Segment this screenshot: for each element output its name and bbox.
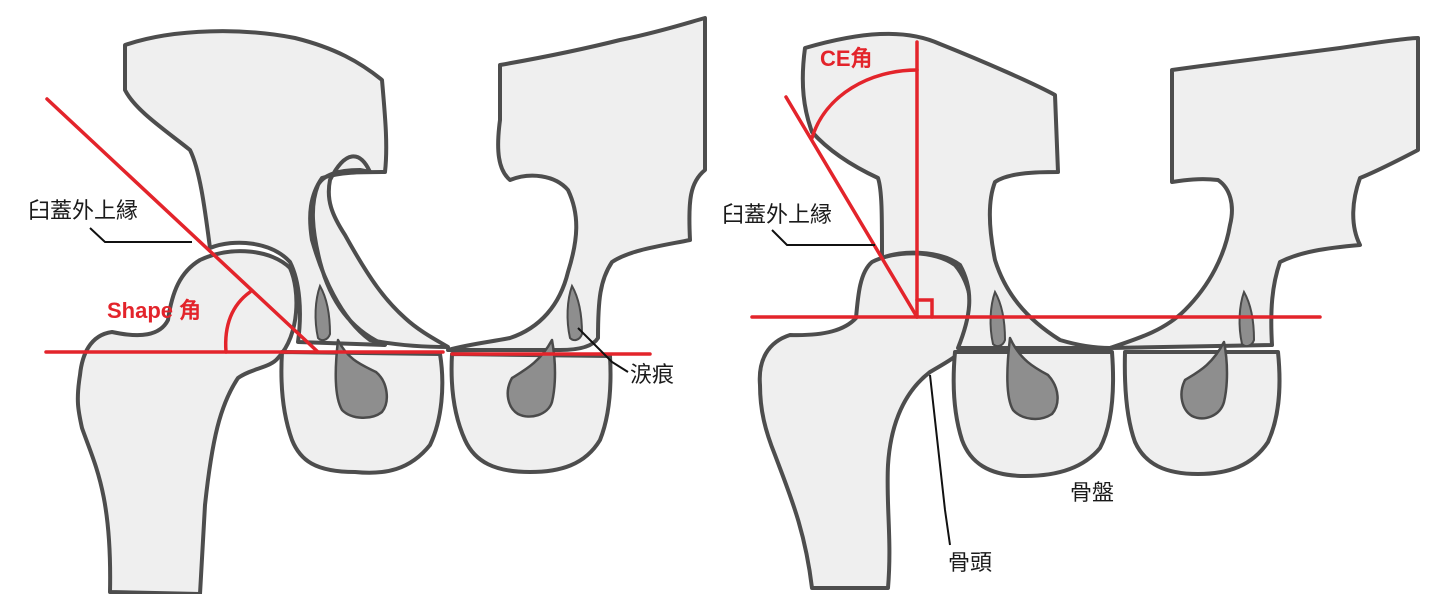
left-femur bbox=[75, 249, 299, 594]
left-ilium bbox=[123, 29, 450, 349]
left-shape-angle-arc bbox=[223, 290, 252, 354]
left-foramen-2 bbox=[506, 338, 557, 418]
left-pelvis-center bbox=[446, 16, 707, 352]
right-femur bbox=[757, 251, 974, 590]
left-teardrop-2 bbox=[566, 283, 584, 342]
right-ilium bbox=[800, 31, 1112, 350]
right-foramen-1 bbox=[1006, 336, 1059, 421]
right-ce-angle-arc bbox=[810, 68, 919, 140]
right-rim-leader bbox=[771, 229, 875, 246]
left-teardrop-leader bbox=[577, 327, 629, 373]
right-angle-marker bbox=[915, 298, 934, 319]
right-foramen-2 bbox=[1180, 340, 1229, 420]
right-panel: CE角 臼蓋外上縁 骨盤 骨頭 bbox=[722, 31, 1420, 590]
right-acetabular-rim-label: 臼蓋外上縁 bbox=[722, 203, 832, 228]
femoral-head-label: 骨頭 bbox=[948, 551, 992, 576]
ce-angle-label: CE角 bbox=[820, 46, 873, 71]
femoral-head-leader bbox=[929, 374, 951, 546]
left-foramen-1 bbox=[334, 338, 389, 419]
right-oblique-line bbox=[784, 95, 919, 319]
right-pelvis-center bbox=[1108, 36, 1420, 350]
left-rim-leader bbox=[89, 227, 192, 243]
left-oblique-line bbox=[45, 97, 320, 354]
left-panel: 臼蓋外上縁 Shape 角 涙痕 bbox=[28, 16, 707, 594]
left-acetabular-rim-label: 臼蓋外上縁 bbox=[28, 199, 138, 224]
pelvis-label: 骨盤 bbox=[1070, 481, 1114, 506]
left-teardrop-1 bbox=[314, 283, 332, 342]
left-shape-angle-label: Shape 角 bbox=[107, 298, 201, 323]
teardrop-label: 涙痕 bbox=[630, 363, 674, 388]
